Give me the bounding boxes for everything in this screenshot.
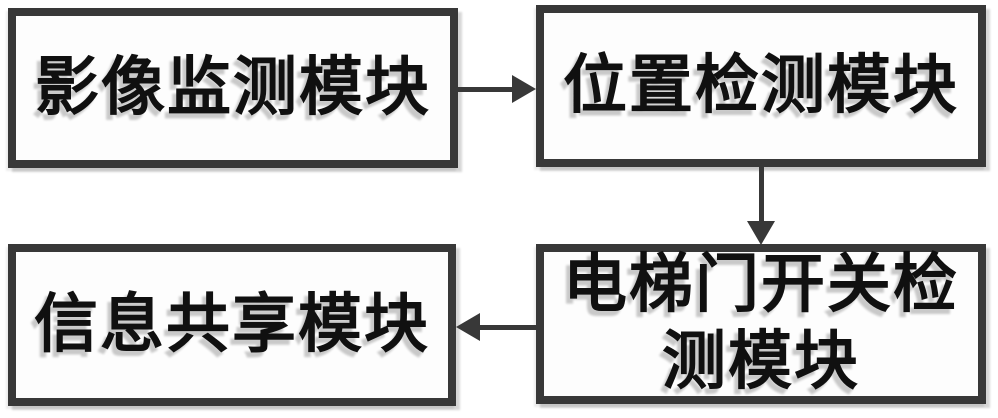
node-door-switch-detection: 电梯门开关检 测模块 [536,244,986,404]
arrow-line-door-to-info [478,325,537,330]
arrow-head-left-icon [456,313,480,341]
arrow-line-position-to-door [759,166,764,223]
node-image-monitoring: 影像监测模块 [8,8,458,168]
node-door-switch-detection-label: 电梯门开关检 测模块 [563,247,959,399]
node-image-monitoring-label: 影像监测模块 [35,49,431,125]
node-position-detection-label: 位置检测模块 [563,47,959,123]
arrow-head-down-icon [747,221,775,245]
node-info-sharing: 信息共享模块 [8,244,456,406]
arrow-head-right-icon [512,75,536,103]
arrow-line-image-to-position [457,87,514,92]
node-info-sharing-label: 信息共享模块 [34,286,430,362]
node-position-detection: 位置检测模块 [536,5,986,167]
